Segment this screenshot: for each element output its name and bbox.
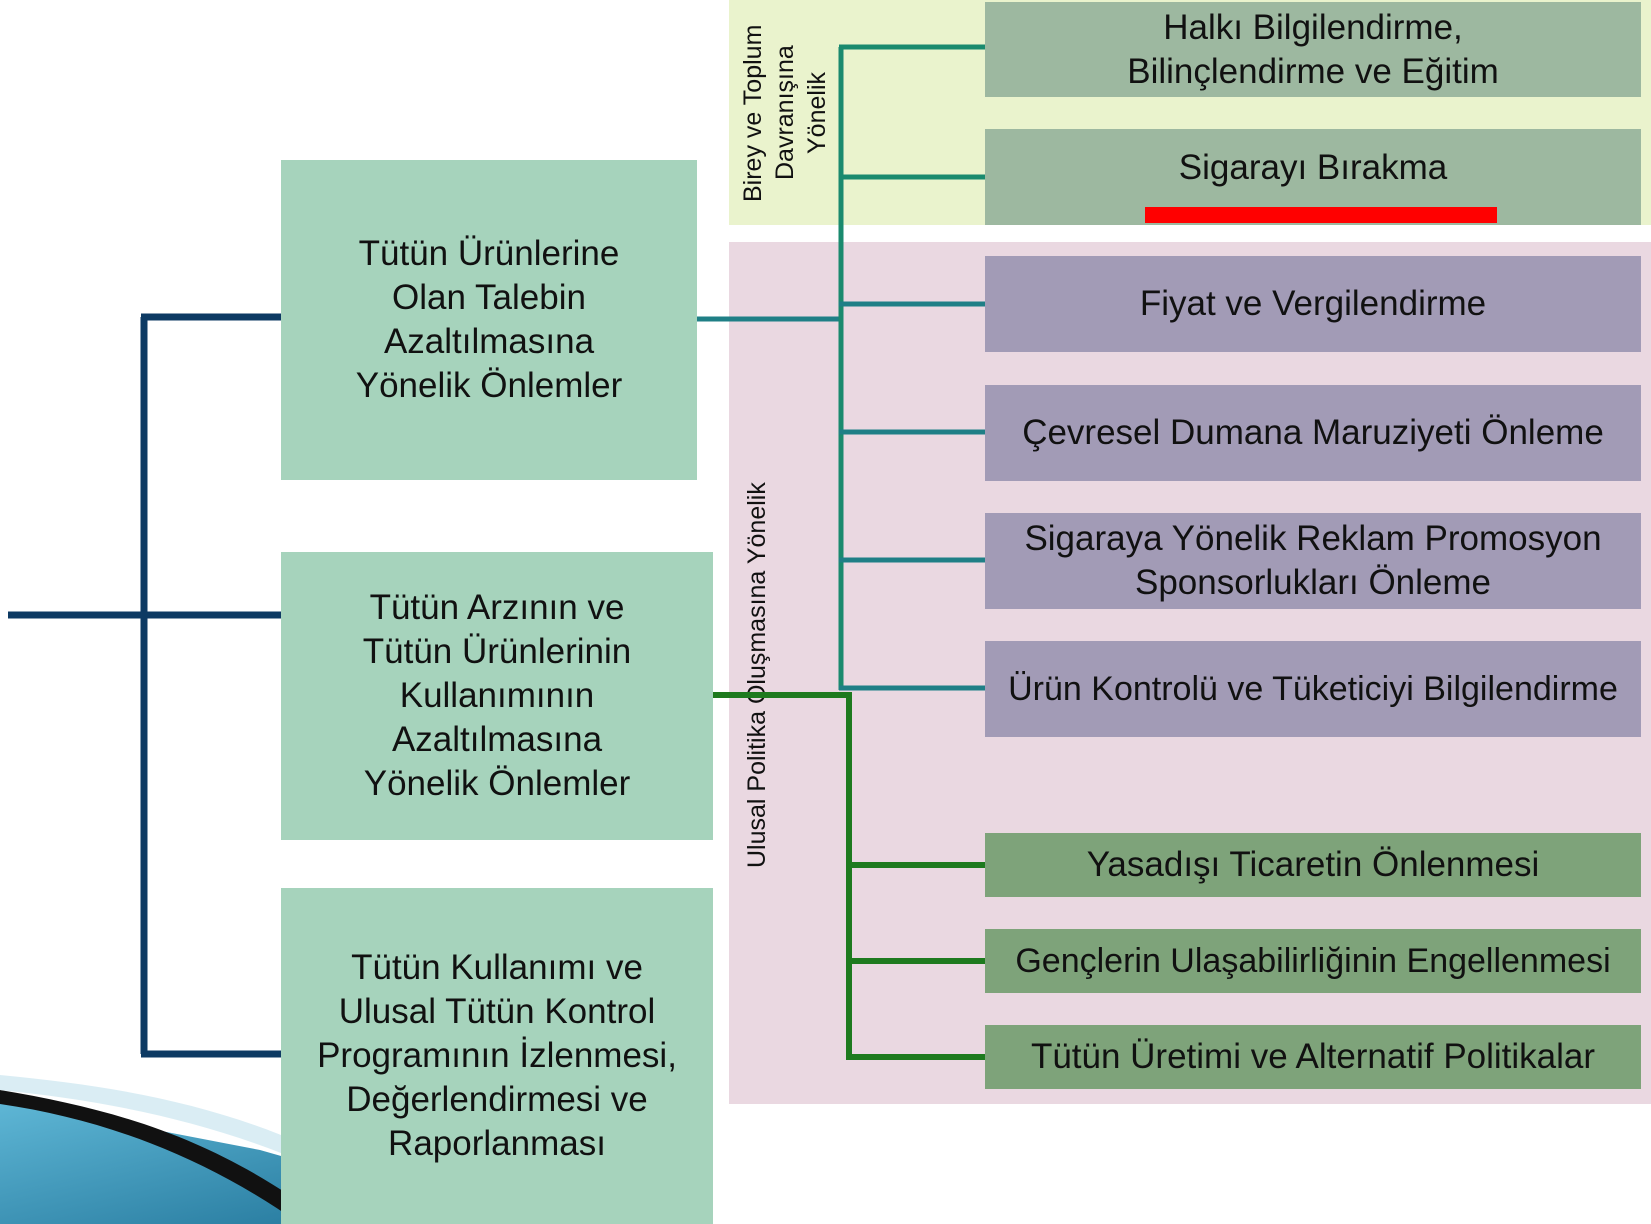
leaf-smoking-cessation-text: Sigarayı Bırakma [1178, 148, 1448, 187]
box-demand-reduction: Tütün Ürünlerine Olan Talebin Azaltılmas… [281, 160, 697, 480]
band-national-label: Ulusal Politika Oluşmasına Yönelik [743, 482, 771, 868]
leaf-illicit-trade: Yasadışı Ticaretin Önlenmesi [985, 833, 1641, 897]
leaf-price-tax: Fiyat ve Vergilendirme [985, 256, 1641, 352]
leaf-advertising: Sigaraya Yönelik Reklam Promosyon Sponso… [985, 513, 1641, 609]
leaf-youth-access: Gençlerin Ulaşabilirliğinin Engellenmesi [985, 929, 1641, 993]
leaf-tobacco-production-text: Tütün Üretimi ve Alternatif Politikalar [1030, 1037, 1596, 1076]
leaf-smoking-cessation: Sigarayı Bırakma [985, 129, 1641, 225]
leaf-product-control-text: Ürün Kontrolü ve Tüketiciyi Bilgilendirm… [1008, 670, 1618, 708]
leaf-smoke-exposure: Çevresel Dumana Maruziyeti Önleme [985, 385, 1641, 481]
leaf-public-education: Halkı Bilgilendirme, Bilinçlendirme ve E… [985, 2, 1641, 97]
leaf-illicit-trade-text: Yasadışı Ticaretin Önlenmesi [1086, 845, 1540, 884]
leaf-advertising-text: Sigaraya Yönelik Reklam Promosyon Sponso… [1024, 519, 1602, 602]
leaf-price-tax-text: Fiyat ve Vergilendirme [1139, 284, 1487, 323]
leaf-tobacco-production: Tütün Üretimi ve Alternatif Politikalar [985, 1025, 1641, 1089]
leaf-public-education-text: Halkı Bilgilendirme, Bilinçlendirme ve E… [1127, 7, 1499, 91]
box-monitoring: Tütün Kullanımı ve Ulusal Tütün Kontrol … [281, 888, 713, 1224]
leaf-smoke-exposure-text: Çevresel Dumana Maruziyeti Önleme [1022, 413, 1604, 452]
band-individual-label: Birey ve Toplum Davranışına Yönelik [739, 24, 831, 202]
leaf-product-control: Ürün Kontrolü ve Tüketiciyi Bilgilendirm… [985, 641, 1641, 737]
highlight-underline [1145, 207, 1497, 223]
box-supply-reduction: Tütün Arzının ve Tütün Ürünlerinin Kulla… [281, 552, 713, 840]
leaf-youth-access-text: Gençlerin Ulaşabilirliğinin Engellenmesi [1015, 942, 1611, 980]
